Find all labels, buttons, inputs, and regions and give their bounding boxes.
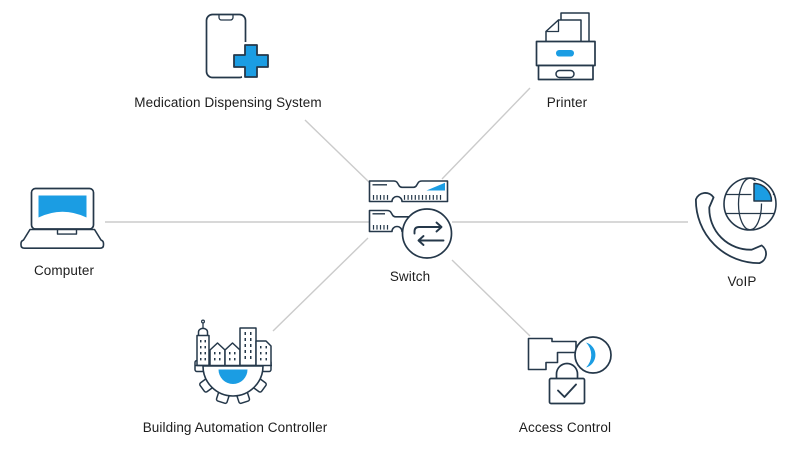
network-switch-arrows-icon: [368, 180, 453, 259]
key-crescent: [586, 342, 596, 368]
connection-line-building-switch: [272, 237, 369, 332]
transfer-arrows: [413, 221, 445, 246]
printer-slot: [556, 50, 574, 57]
laptop-icon: [20, 187, 105, 249]
node-label-printer: Printer: [546, 95, 588, 110]
printer-icon: [535, 12, 596, 81]
skyline: [196, 319, 272, 367]
node-label-medication: Medication Dispensing System: [134, 95, 322, 110]
phone-handset: [694, 192, 767, 265]
connection-line-medication-switch: [304, 119, 371, 184]
node-label-computer: Computer: [33, 263, 95, 278]
building-windows: [200, 332, 267, 361]
padlock-body: [548, 377, 586, 405]
city-skyline-gear-icon: [194, 319, 272, 405]
padlock-shackle: [555, 362, 579, 380]
switch-ports-top: [372, 195, 442, 200]
globe-quadrant: [753, 182, 773, 202]
switch-ports-bottom: [372, 225, 389, 230]
smartphone-medical-cross-icon: [205, 13, 271, 80]
paper-fold: [545, 19, 560, 33]
laptop-hinge: [56, 228, 78, 235]
key-padlock-check-icon: [527, 336, 612, 405]
connection-lines: [105, 87, 688, 337]
node-label-access: Access Control: [518, 420, 612, 435]
connection-line-switch-access: [451, 259, 531, 337]
node-label-building: Building Automation Controller: [142, 420, 328, 435]
key-shaft: [527, 337, 577, 371]
connection-line-printer-switch: [441, 87, 531, 180]
switch-led-wedge: [426, 182, 445, 191]
node-label-switch: Switch: [389, 269, 431, 284]
phone-notch: [218, 14, 234, 21]
handset-globe-icon: [694, 177, 777, 265]
node-label-voip: VoIP: [727, 274, 757, 289]
drawer-handle: [555, 69, 575, 79]
gear-core: [218, 369, 248, 384]
check-mark: [557, 383, 577, 398]
medical-cross: [233, 44, 269, 78]
